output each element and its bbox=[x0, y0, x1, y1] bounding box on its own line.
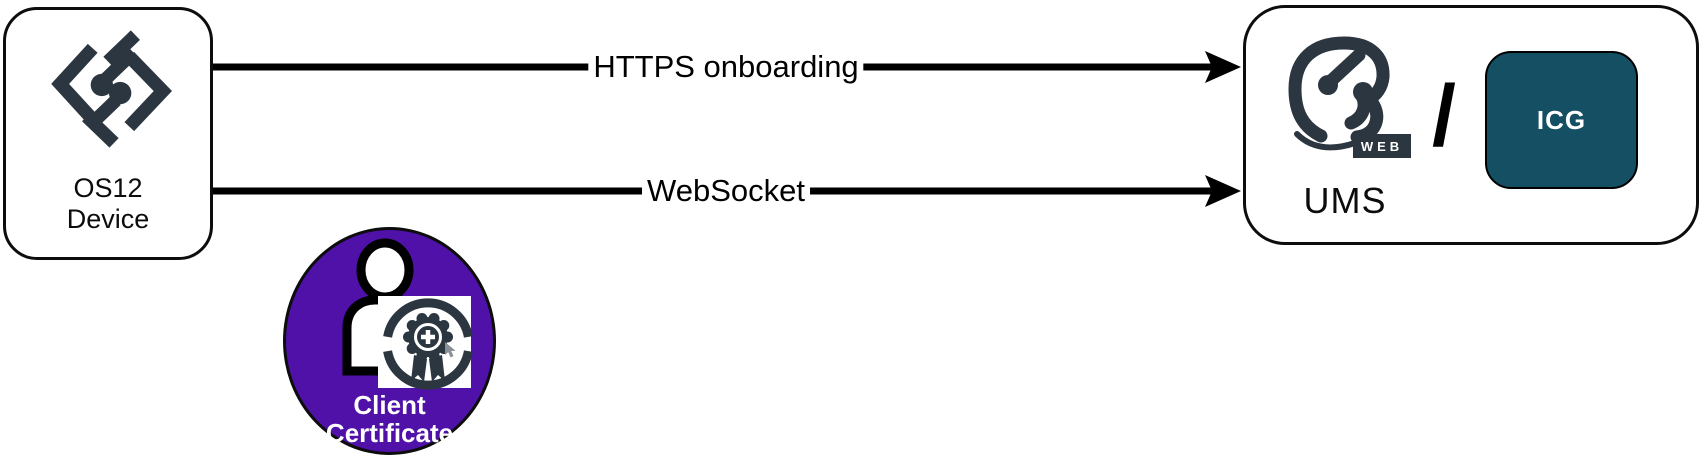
igel-os12-logo-icon bbox=[51, 30, 172, 148]
device-label-line1: OS12 bbox=[73, 173, 143, 203]
client-certificate-label-line1: Client bbox=[353, 390, 426, 420]
slash-separator: / bbox=[1432, 68, 1456, 164]
node-client-certificate: Client Certificate bbox=[283, 227, 496, 455]
igel-ums-web-logo-icon: WEB bbox=[1288, 36, 1411, 158]
edge-label-https-onboarding: HTTPS onboarding bbox=[588, 49, 864, 85]
client-certificate-label-line2: Certificate bbox=[325, 418, 454, 448]
icg-label: ICG bbox=[1536, 104, 1587, 135]
web-badge: WEB bbox=[1353, 134, 1411, 158]
arrow-right-icon bbox=[1205, 51, 1241, 83]
device-label-line2: Device bbox=[66, 204, 150, 234]
certificate-seal-icon bbox=[383, 298, 473, 390]
icg-box: ICG bbox=[1485, 51, 1638, 189]
edge-label-websocket: WebSocket bbox=[642, 173, 810, 209]
ums-label: UMS bbox=[1303, 180, 1387, 221]
arrow-right-icon bbox=[1205, 175, 1241, 207]
node-ums: WEB / ICG UMS bbox=[1243, 5, 1699, 245]
web-badge-label: WEB bbox=[1361, 139, 1403, 154]
device-label: OS12 Device bbox=[6, 173, 210, 235]
person-with-certificate-icon bbox=[342, 238, 473, 390]
node-os12-device: OS12 Device bbox=[3, 7, 213, 260]
cursor-icon bbox=[445, 342, 456, 358]
